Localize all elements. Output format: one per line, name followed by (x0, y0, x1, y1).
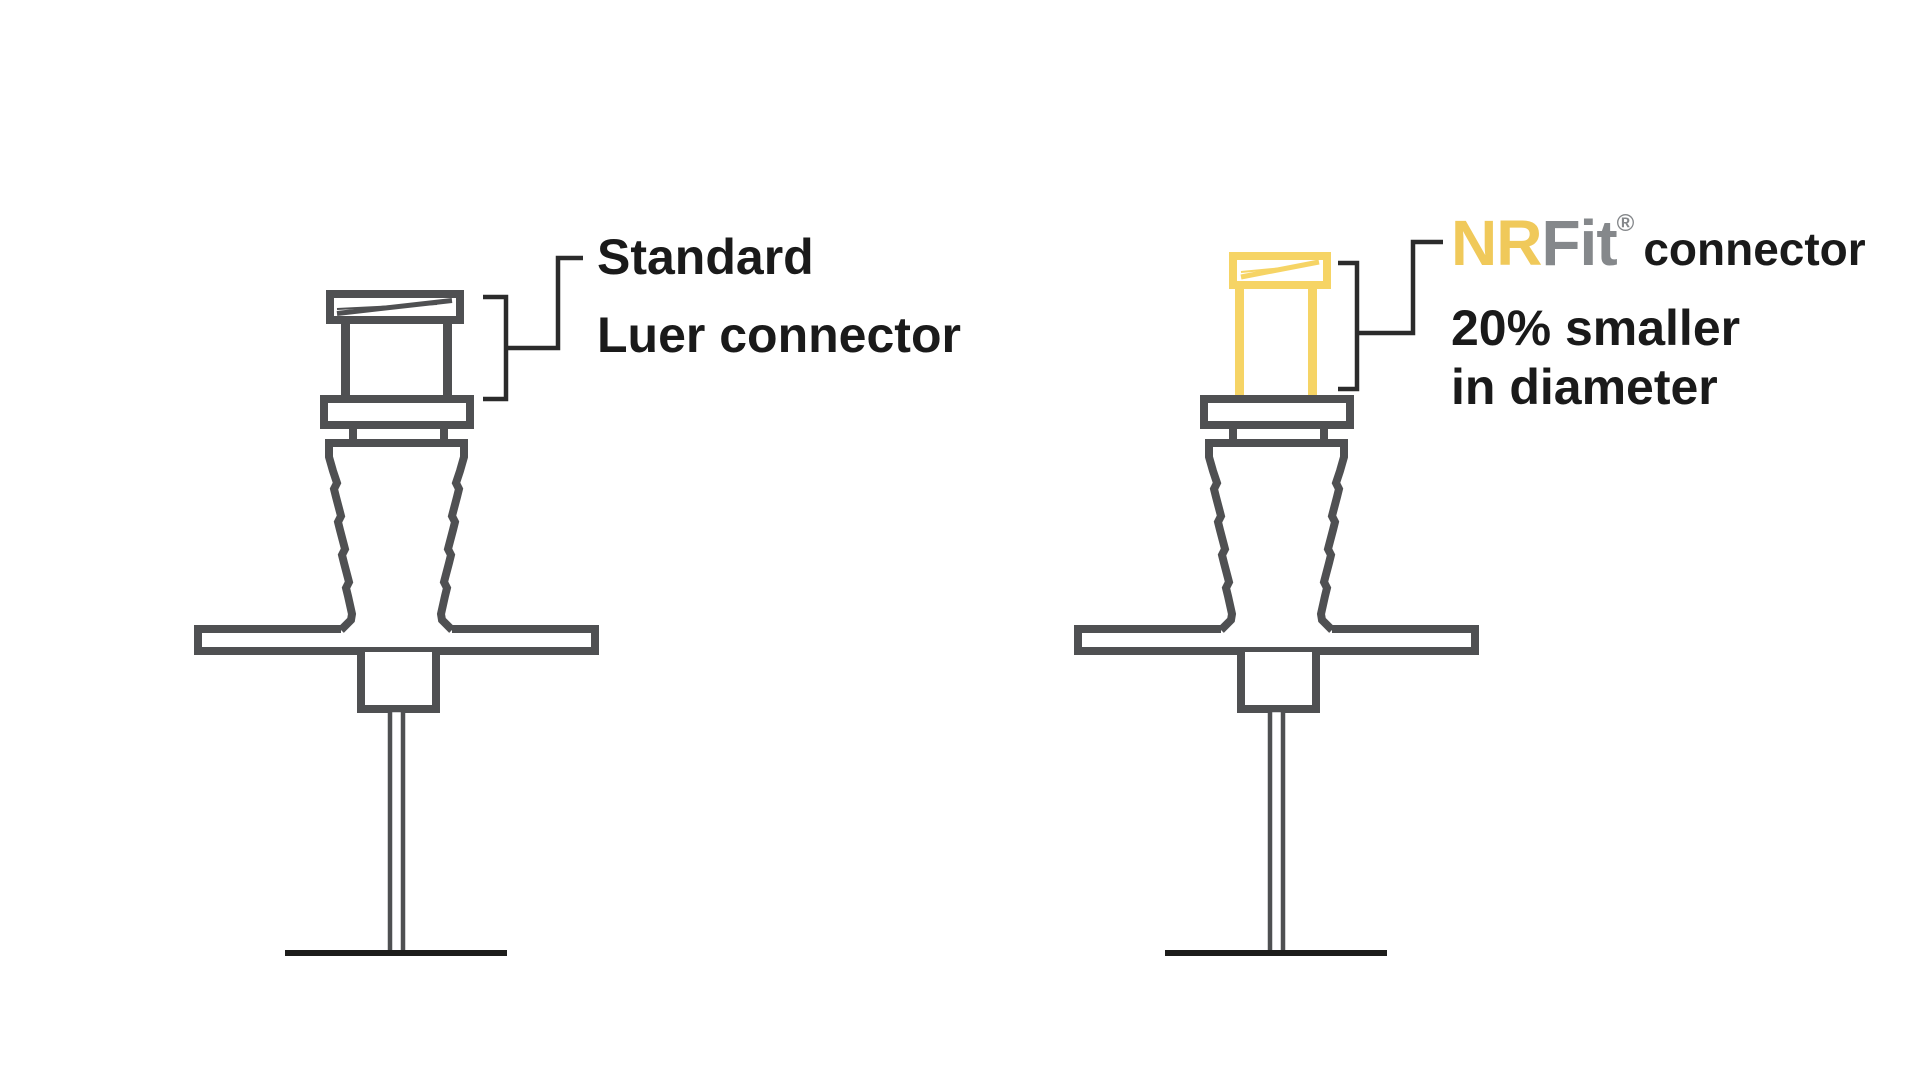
registered-trademark-icon: ® (1616, 210, 1635, 237)
nrfit-cap-thread-line-2 (1240, 265, 1306, 273)
nrfit-note-line2: in diameter (1451, 359, 1718, 415)
nrfit-note: 20% smaller in diameter (1451, 299, 1740, 417)
luer-connector-body (341, 311, 452, 406)
nrfit-brand-fit: Fit (1541, 207, 1617, 279)
nrfit-connector-body (1235, 276, 1317, 406)
luer-syringe-base (198, 399, 595, 953)
nrfit-syringe-base (1078, 399, 1475, 953)
luer-label-line1: Standard (597, 229, 814, 285)
luer-label-line2: Luer connector (597, 307, 961, 363)
nrfit-callout-bracket (1338, 239, 1443, 392)
luer-label: Standard Luer connector (597, 218, 961, 374)
luer-connector-cap (326, 290, 464, 324)
luer-callout-bracket (483, 255, 583, 402)
luer-cap-thread-line-2 (336, 303, 438, 310)
nrfit-label-connector: connector (1643, 223, 1866, 275)
nrfit-cap-thread-line (1240, 259, 1320, 280)
nrfit-syringe-drawing (1078, 252, 1475, 953)
luer-syringe-drawing (198, 290, 595, 953)
nrfit-note-line1: 20% smaller (1451, 300, 1741, 356)
nrfit-brand-nr: NR (1451, 207, 1542, 279)
